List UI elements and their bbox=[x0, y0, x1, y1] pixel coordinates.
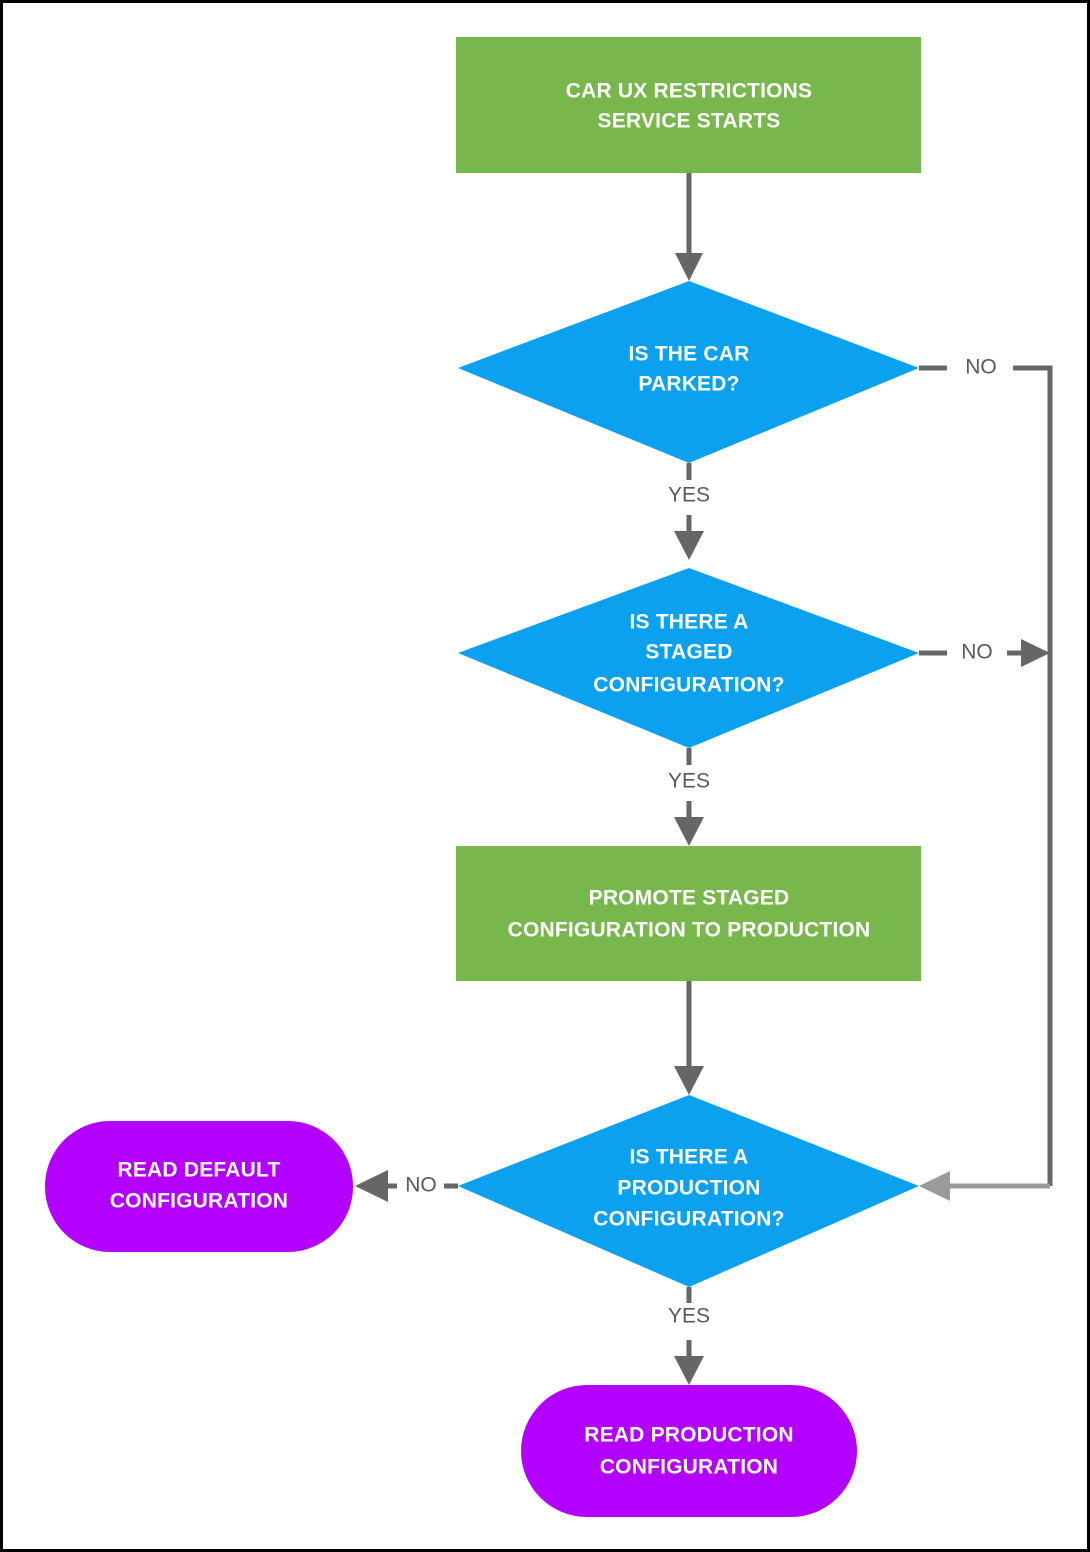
node-is-there-staged-configuration-shape[interactable] bbox=[458, 568, 919, 748]
node-is-there-production-configuration[interactable]: IS THERE A PRODUCTION CONFIGURATION? bbox=[458, 1095, 919, 1287]
edge-production-no bbox=[355, 1170, 458, 1202]
edge-staged-yes bbox=[674, 748, 704, 846]
node-is-there-production-configuration-shape[interactable] bbox=[458, 1095, 919, 1287]
node-is-there-production-configuration-label-line3: CONFIGURATION? bbox=[593, 1208, 784, 1231]
edge-parked-no bbox=[919, 365, 1053, 1186]
node-start-shape[interactable] bbox=[456, 37, 921, 173]
node-is-there-staged-configuration-label-line3: CONFIGURATION? bbox=[593, 674, 784, 697]
node-start-label-line2: SERVICE STARTS bbox=[598, 110, 781, 133]
node-promote-staged-configuration-label-line1: PROMOTE STAGED bbox=[589, 887, 790, 910]
edge-staged-no bbox=[919, 639, 1050, 667]
arrow-head-icon bbox=[1021, 639, 1050, 667]
arrow-head-icon bbox=[355, 1170, 388, 1202]
arrow-head-icon bbox=[675, 253, 703, 281]
arrow-head-icon bbox=[674, 531, 704, 560]
edge-label-staged-yes: YES bbox=[668, 770, 710, 793]
node-read-production-configuration-label-line2: CONFIGURATION bbox=[600, 1456, 778, 1479]
node-is-car-parked-label-line2: PARKED? bbox=[638, 373, 739, 396]
node-promote-staged-configuration-label-line2: CONFIGURATION TO PRODUCTION bbox=[508, 919, 871, 942]
edge-label-staged-no: NO bbox=[961, 641, 993, 664]
arrow-head-icon bbox=[674, 1356, 704, 1385]
node-is-there-staged-configuration-label-line1: IS THERE A bbox=[629, 611, 748, 634]
edge-label-parked-no: NO bbox=[965, 356, 997, 379]
node-is-there-staged-configuration-label-line2: STAGED bbox=[645, 641, 732, 664]
node-read-default-configuration-shape[interactable] bbox=[45, 1121, 353, 1252]
node-read-default-configuration-label-line2: CONFIGURATION bbox=[110, 1190, 288, 1213]
node-read-default-configuration-label-line1: READ DEFAULT bbox=[117, 1159, 280, 1182]
edge-label-parked-yes: YES bbox=[668, 484, 710, 507]
arrow-head-icon bbox=[674, 1066, 704, 1095]
edge-line-rail bbox=[1013, 365, 1053, 1186]
node-is-there-production-configuration-label-line1: IS THERE A bbox=[629, 1146, 748, 1169]
edge-production-yes bbox=[674, 1287, 704, 1385]
node-start[interactable]: CAR UX RESTRICTIONS SERVICE STARTS bbox=[456, 37, 921, 173]
node-is-there-staged-configuration[interactable]: IS THERE A STAGED CONFIGURATION? bbox=[458, 568, 919, 748]
edge-parked-yes bbox=[674, 463, 704, 560]
edge-label-production-no: NO bbox=[405, 1174, 437, 1197]
edge-rail-into-production-check bbox=[919, 1171, 1050, 1201]
node-promote-staged-configuration-shape[interactable] bbox=[456, 846, 921, 981]
node-read-production-configuration-label-line1: READ PRODUCTION bbox=[584, 1424, 794, 1447]
node-is-car-parked-shape[interactable] bbox=[458, 281, 919, 463]
node-is-there-production-configuration-label-line2: PRODUCTION bbox=[617, 1177, 760, 1200]
flowchart-svg: CAR UX RESTRICTIONS SERVICE STARTS IS TH… bbox=[45, 37, 1053, 1517]
node-promote-staged-configuration[interactable]: PROMOTE STAGED CONFIGURATION TO PRODUCTI… bbox=[456, 846, 921, 981]
node-start-label-line1: CAR UX RESTRICTIONS bbox=[566, 80, 812, 103]
edge-promote-to-production-check bbox=[674, 981, 704, 1095]
node-is-car-parked[interactable]: IS THE CAR PARKED? bbox=[458, 281, 919, 463]
arrow-head-icon bbox=[919, 1171, 950, 1201]
node-read-production-configuration-shape[interactable] bbox=[521, 1385, 857, 1517]
edge-start-to-parked bbox=[675, 173, 703, 281]
node-read-default-configuration[interactable]: READ DEFAULT CONFIGURATION bbox=[45, 1121, 353, 1252]
arrow-head-icon bbox=[674, 817, 704, 846]
node-read-production-configuration[interactable]: READ PRODUCTION CONFIGURATION bbox=[521, 1385, 857, 1517]
node-is-car-parked-label-line1: IS THE CAR bbox=[628, 343, 749, 366]
edge-label-production-yes: YES bbox=[668, 1305, 710, 1328]
